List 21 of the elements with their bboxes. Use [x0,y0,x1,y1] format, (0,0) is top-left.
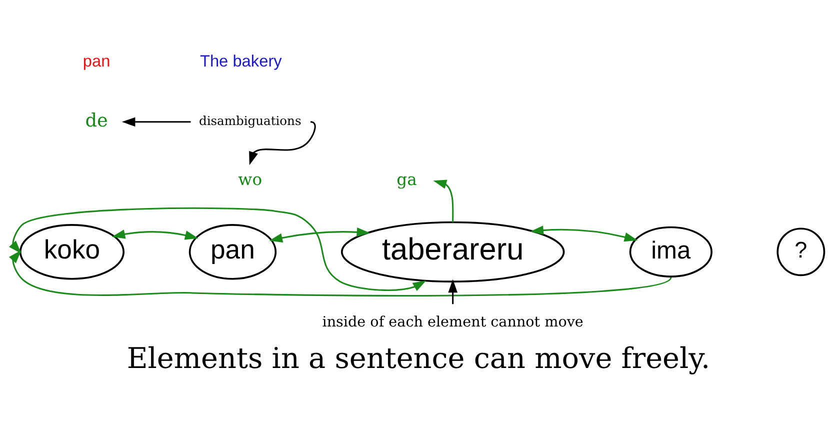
arrow [530,225,638,242]
arrow [269,226,370,242]
node-ellipse: ima [629,226,712,277]
node-text: wo [238,170,262,189]
node-text: ga [396,170,417,189]
node-text: de [85,110,108,131]
label: The bakery [200,52,282,70]
arrow [249,120,316,165]
arrow [122,116,191,126]
caption: Elements in a sentence can move freely. [126,340,710,375]
arrow [448,278,458,304]
arrow [112,229,198,240]
node-text: inside of each element cannot move [322,314,584,330]
node-circle: ? [776,227,826,276]
arrow [8,250,672,296]
node-ellipse: taberareru [340,220,565,282]
node-text: disambiguations [198,114,302,128]
label: pan [82,52,110,70]
node-ellipse: pan [188,224,277,280]
arrow [8,206,426,291]
arrow [433,179,454,222]
